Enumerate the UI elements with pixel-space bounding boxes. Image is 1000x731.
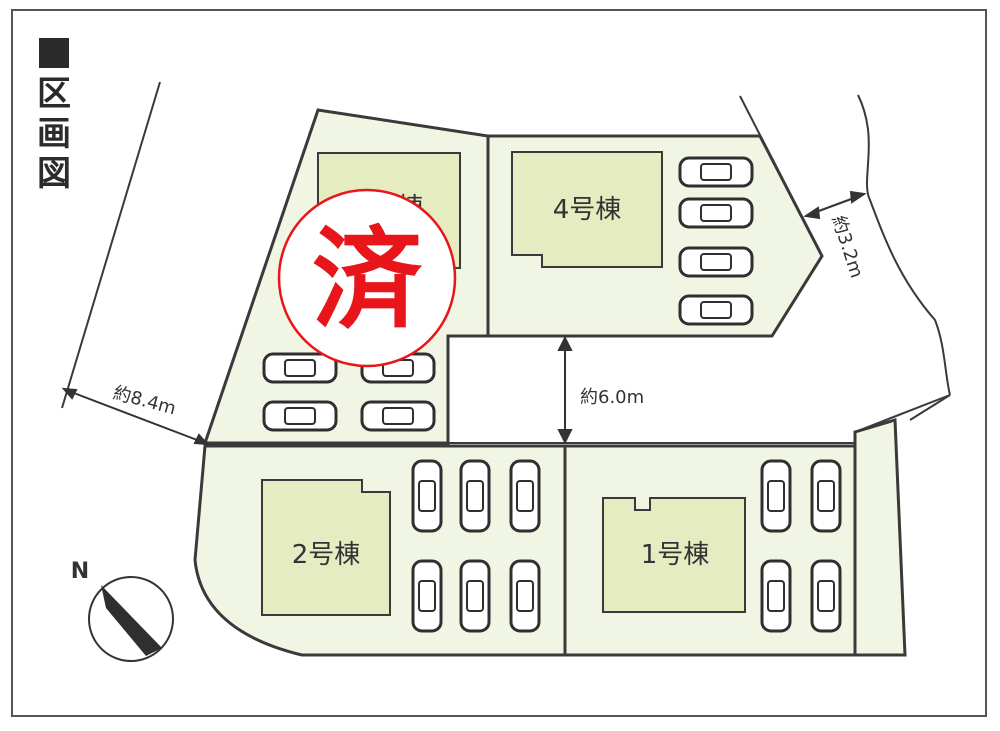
outer-frame: [11, 9, 987, 717]
parking-car: [509, 459, 541, 533]
title-char-2: 画: [37, 114, 71, 154]
arrow-right-head-a: [803, 206, 821, 220]
road-lines: [448, 335, 951, 444]
north-label: N: [71, 559, 89, 584]
sold-stamp: 済: [277, 188, 457, 368]
lot-1-label: 1号棟: [641, 540, 710, 570]
title-square-icon: [39, 38, 69, 68]
road-left-edge: [61, 81, 161, 409]
arrow-left-head-a: [61, 387, 78, 400]
parking-car: [678, 197, 754, 229]
title-char-1: 区: [37, 74, 71, 114]
arrow-right-head-b: [849, 190, 867, 204]
title-block: 区 画 図: [34, 38, 74, 194]
parking-car: [360, 400, 436, 432]
lot-2-label: 2号棟: [292, 540, 361, 570]
dimension-arrows: [61, 190, 867, 446]
sold-stamp-circle: [277, 188, 457, 368]
parking-car: [262, 400, 338, 432]
parking-car: [411, 459, 443, 533]
title-char-3: 図: [37, 154, 71, 194]
compass-needle: [101, 585, 162, 656]
building-4: [511, 151, 663, 268]
sold-stamp-text: 済: [312, 216, 423, 344]
arrow-left-head-b: [193, 433, 210, 446]
dimension-line-left: [65, 389, 206, 444]
building-1: [602, 497, 746, 613]
parking-car: [411, 559, 443, 633]
parking-car: [678, 156, 754, 188]
dimension-left: 約8.4m: [111, 383, 178, 420]
road-right-lower-edge: [909, 394, 951, 421]
dimension-right: 約3.2m: [827, 213, 867, 281]
parking-car: [509, 559, 541, 633]
dimension-middle: 約6.0m: [580, 387, 644, 408]
parking-car: [678, 246, 754, 278]
parking-car: [810, 459, 842, 533]
arrow-middle-head-b: [557, 429, 573, 445]
parking-car: [760, 459, 792, 533]
parking-spaces: [262, 156, 842, 633]
parking-car: [262, 352, 338, 384]
road-right-far-edge: [857, 94, 951, 396]
parking-car: [459, 559, 491, 633]
north-arrow: N: [71, 559, 174, 662]
building-2: [261, 479, 391, 616]
parking-car: [810, 559, 842, 633]
lot-4-label: 4号棟: [553, 195, 622, 225]
arrow-middle-head-a: [557, 335, 573, 351]
parking-car: [678, 294, 754, 326]
right-strip: [853, 418, 907, 657]
road-right-line: [854, 394, 951, 433]
parking-car: [760, 559, 792, 633]
parking-car: [459, 459, 491, 533]
